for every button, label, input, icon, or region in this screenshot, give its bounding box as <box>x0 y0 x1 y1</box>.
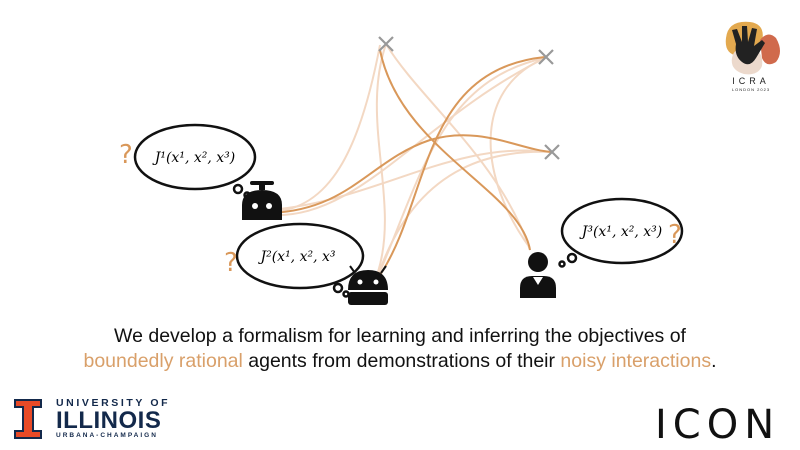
faint-trajectories <box>269 43 553 277</box>
bubble-2-text: J²(x¹, x², x³ <box>257 249 335 265</box>
goal-x-icon <box>538 49 554 65</box>
highlight-noisy-interactions: noisy interactions <box>560 350 712 372</box>
caption-end: . <box>711 350 717 372</box>
goal-x-icons <box>378 36 560 160</box>
icra-logo <box>718 18 784 98</box>
highlight-boundedly-rational: boundedly rational <box>83 350 243 372</box>
interaction-diagram: J¹(x¹, x², x³) J²(x¹, x², x³ J³(x¹, x², … <box>119 36 684 305</box>
android-robot-icon <box>348 265 388 305</box>
trajectory-robot1 <box>269 134 553 214</box>
uiuc-line-3: URBANA-CHAMPAIGN <box>56 431 158 439</box>
icon-lab-logo: ICON <box>655 402 781 448</box>
question-mark-2: ? <box>224 248 238 278</box>
question-mark-1: ? <box>119 140 133 170</box>
question-mark-3: ? <box>668 220 682 250</box>
icra-subtitle: LONDON 2023 <box>731 87 771 92</box>
thought-bubble-3 <box>558 197 684 268</box>
illinois-block-i-icon <box>14 398 42 439</box>
bubble-1-text: J¹(x¹, x², x³) <box>152 150 235 166</box>
icra-title: ICRA <box>732 76 770 86</box>
trajectory-robot2 <box>379 56 546 276</box>
caption-line-2: boundedly rational agents from demonstra… <box>0 350 800 373</box>
uiuc-line-1: UNIVERSITY OF <box>56 397 171 409</box>
bubble-3-text: J³(x¹, x², x³) <box>579 224 662 240</box>
uiuc-logo: UNIVERSITY OF ILLINOIS URBANA-CHAMPAIGN <box>14 398 170 439</box>
goal-x-icon <box>544 144 560 160</box>
thought-bubble-2 <box>235 222 365 298</box>
highlighted-trajectories <box>269 49 553 276</box>
uiuc-line-2: ILLINOIS <box>56 406 162 434</box>
robot-icon <box>242 181 282 220</box>
caption-line-1: We develop a formalism for learning and … <box>114 325 686 347</box>
human-icon <box>520 252 556 298</box>
trajectory-human <box>379 49 531 251</box>
caption-middle: agents from demonstrations of their <box>242 350 561 372</box>
goal-x-icon <box>378 36 394 52</box>
